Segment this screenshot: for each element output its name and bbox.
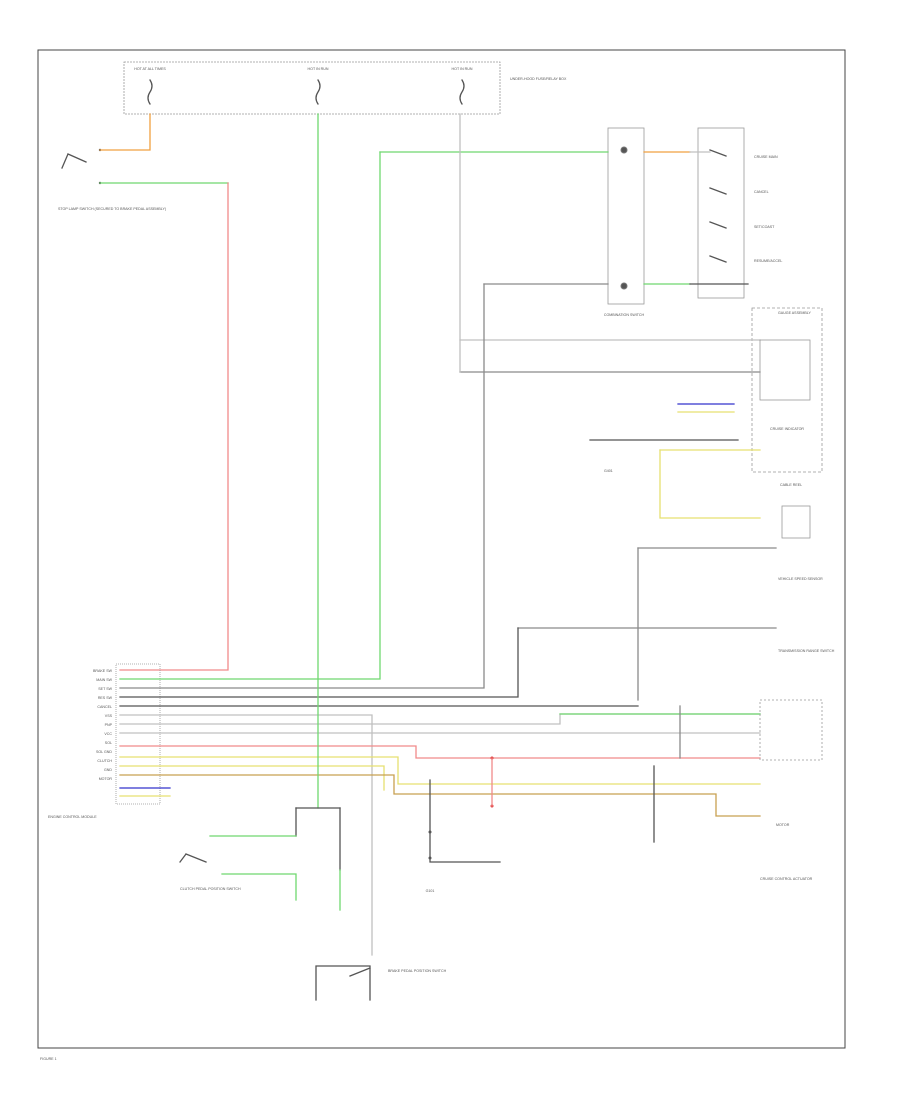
fuse-block bbox=[123, 61, 501, 115]
cable-reel-label: CABLE REEL bbox=[780, 483, 802, 487]
fuse1-label: HOT AT ALL TIMES bbox=[134, 67, 166, 71]
ground-g101-label: G101 bbox=[426, 889, 435, 893]
fuse-block-label: UNDER-HOOD FUSE/RELAY BOX bbox=[510, 77, 567, 81]
wire-pcm-res bbox=[119, 627, 519, 698]
svg-text:BRAKE SW: BRAKE SW bbox=[93, 669, 113, 673]
wire-brake-red bbox=[119, 182, 229, 671]
clutch-switch-symbol bbox=[179, 853, 207, 863]
clutch-switch-label: CLUTCH PEDAL POSITION SWITCH bbox=[180, 887, 241, 891]
brake-switch-label: BRAKE PEDAL POSITION SWITCH bbox=[388, 969, 447, 973]
svg-text:GND: GND bbox=[104, 768, 112, 772]
actuator-label: CRUISE CONTROL ACTUATOR bbox=[760, 877, 813, 881]
wire-pcm-set bbox=[119, 283, 485, 689]
fuse2-symbol bbox=[315, 79, 321, 105]
svg-text:CLUTCH: CLUTCH bbox=[97, 759, 112, 763]
cruise-indicator-label: CRUISE INDICATOR bbox=[770, 427, 804, 431]
svg-text:SOL GND: SOL GND bbox=[96, 750, 112, 754]
svg-text:PNP: PNP bbox=[105, 723, 113, 727]
fuse3-label: HOT IN RUN bbox=[452, 67, 473, 71]
wire-pcm-main bbox=[119, 151, 381, 680]
pcm-pin-labels: BRAKE SW MAIN SW SET SW RES SW CANCEL VS… bbox=[93, 669, 113, 781]
brake-switch-symbol bbox=[315, 965, 371, 1001]
wire-pcm-motor bbox=[119, 774, 761, 817]
gauge-assembly bbox=[751, 307, 823, 473]
wire-fuse1-stop bbox=[99, 113, 151, 151]
fuse1-symbol bbox=[147, 79, 153, 105]
svg-text:CANCEL: CANCEL bbox=[97, 705, 112, 709]
wire-pcm-sol bbox=[119, 745, 761, 759]
svg-text:RES SW: RES SW bbox=[98, 696, 113, 700]
stop-switch-label: STOP LAMP SWITCH (SECURED TO BRAKE PEDAL… bbox=[58, 207, 166, 211]
svg-text:VCC: VCC bbox=[104, 732, 112, 736]
svg-text:VSS: VSS bbox=[105, 714, 113, 718]
cruise-main-label: CRUISE MAIN bbox=[754, 155, 778, 159]
ground-g401-label: G401 bbox=[604, 469, 613, 473]
fuse3-symbol bbox=[459, 79, 465, 105]
wire-pcm-solgnd bbox=[119, 756, 761, 785]
cruise-switch-bank bbox=[697, 127, 745, 299]
actuator-box bbox=[759, 699, 823, 761]
svg-text:SET SW: SET SW bbox=[98, 687, 112, 691]
pcm-label: ENGINE CONTROL MODULE bbox=[48, 815, 97, 819]
gauge-assembly-label: GAUGE ASSEMBLY bbox=[778, 311, 811, 315]
wire-pcm-clutch bbox=[119, 765, 385, 791]
svg-text:SOL: SOL bbox=[105, 741, 112, 745]
cable-reel bbox=[607, 127, 645, 305]
pcm-block bbox=[115, 663, 161, 805]
svg-text:MAIN SW: MAIN SW bbox=[96, 678, 112, 682]
set-coast-label: SET/COAST bbox=[754, 225, 775, 229]
resume-accel-label: RESUME/ACCEL bbox=[754, 259, 782, 263]
fuse2-label: HOT IN RUN bbox=[308, 67, 329, 71]
wire-pcm-vss bbox=[119, 714, 373, 956]
combination-switch-label: COMBINATION SWITCH bbox=[604, 313, 645, 317]
vss-label: VEHICLE SPEED SENSOR bbox=[778, 577, 823, 581]
cable-reel-box bbox=[781, 505, 811, 539]
cancel-label: CANCEL bbox=[754, 190, 769, 194]
diagram-frame bbox=[37, 49, 846, 1049]
transmission-range-label: TRANSMISSION RANGE SWITCH bbox=[778, 649, 835, 653]
footer-code: FIGURE 1 bbox=[40, 1057, 57, 1061]
stop-switch-symbol bbox=[61, 153, 87, 169]
cruise-indicator bbox=[759, 339, 811, 401]
motor-label: MOTOR bbox=[776, 823, 790, 827]
ground-g101-wire bbox=[429, 779, 501, 863]
svg-text:MOTOR: MOTOR bbox=[99, 777, 113, 781]
